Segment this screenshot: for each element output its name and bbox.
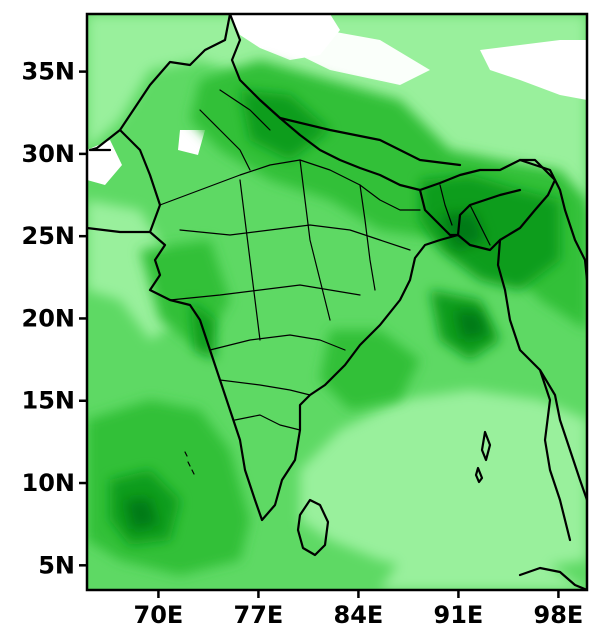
y-tick-label: 20N	[22, 304, 75, 332]
plot-frame	[85, 12, 589, 592]
x-axis: 70E 77E 84E 91E 98E	[134, 590, 584, 629]
map-plot-area	[87, 14, 587, 590]
field-level-4	[110, 90, 560, 545]
x-tick-label: 77E	[234, 601, 284, 629]
y-tick-label: 25N	[22, 222, 75, 250]
y-tick-label: 15N	[22, 387, 75, 415]
y-tick-label: 35N	[22, 58, 75, 86]
y-tick-label: 5N	[38, 551, 75, 579]
x-tick-label: 70E	[134, 601, 184, 629]
x-tick-label: 84E	[334, 601, 384, 629]
x-tick-label: 91E	[434, 601, 484, 629]
state-borders	[159, 89, 491, 431]
field-level-0	[87, 14, 587, 185]
country-borders	[87, 14, 587, 590]
x-tick-label: 98E	[534, 601, 584, 629]
y-tick-label: 30N	[22, 140, 75, 168]
y-axis: 35N 30N 25N 20N 15N 10N 5N	[22, 58, 87, 579]
y-tick-label: 10N	[22, 469, 75, 497]
